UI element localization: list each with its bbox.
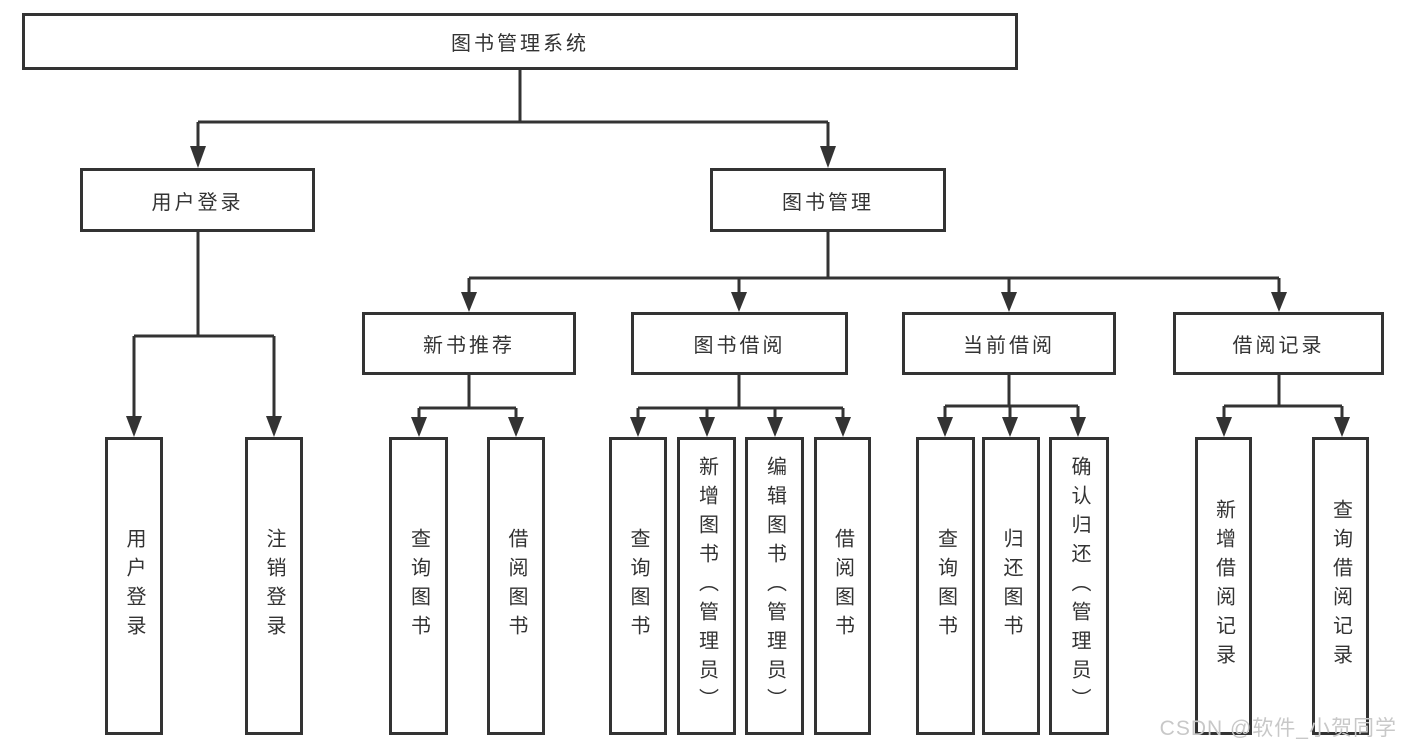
arrowhead xyxy=(126,416,142,437)
node-leaf-edit-books-admin: 编辑图书（管理员） xyxy=(745,437,804,735)
node-leaf-return-books: 归还图书 xyxy=(982,437,1040,735)
node-label: 编辑图书（管理员） xyxy=(763,455,786,717)
node-label: 新增借阅记录 xyxy=(1212,499,1235,673)
arrowhead xyxy=(1001,292,1017,312)
node-label: 借阅图书 xyxy=(505,528,527,644)
connector-book-borrow xyxy=(630,375,851,437)
node-label: 查询图书 xyxy=(627,528,649,644)
connector-user-login xyxy=(126,232,282,437)
node-label: 确认归还（管理员） xyxy=(1068,455,1090,717)
node-label: 图书借阅 xyxy=(693,335,786,357)
node-leaf-user-login: 用户登录 xyxy=(105,437,163,735)
node-user-login: 用户登录 xyxy=(80,168,315,232)
node-label: 查询图书 xyxy=(407,528,430,644)
arrowhead xyxy=(1271,292,1287,312)
arrowhead xyxy=(1070,417,1086,437)
node-system-root: 图书管理系统 xyxy=(22,13,1018,70)
arrowhead xyxy=(699,417,715,437)
node-leaf-query-books-borrow: 查询图书 xyxy=(609,437,667,735)
arrowhead xyxy=(411,417,427,437)
node-leaf-logout: 注销登录 xyxy=(245,437,303,735)
node-label: 借阅图书 xyxy=(831,528,854,644)
node-label: 归还图书 xyxy=(1000,528,1022,644)
arrowhead xyxy=(1216,417,1232,437)
connector-root xyxy=(190,70,836,168)
node-current-borrow: 当前借阅 xyxy=(902,312,1116,375)
arrowhead xyxy=(731,292,747,312)
arrowhead xyxy=(266,416,282,437)
node-leaf-add-books-admin: 新增图书（管理员） xyxy=(677,437,736,735)
arrowhead xyxy=(820,146,836,168)
node-label: 当前借阅 xyxy=(963,335,1055,357)
node-leaf-borrow-books: 借阅图书 xyxy=(814,437,871,735)
node-label: 用户登录 xyxy=(123,528,145,644)
node-label: 借阅记录 xyxy=(1232,335,1325,357)
node-borrow-history: 借阅记录 xyxy=(1173,312,1384,375)
arrowhead xyxy=(630,417,646,437)
node-leaf-query-books-rec: 查询图书 xyxy=(389,437,448,735)
node-label: 注销登录 xyxy=(263,528,285,644)
node-new-book-rec: 新书推荐 xyxy=(362,312,576,375)
arrowhead xyxy=(767,417,783,437)
connector-current-borrow xyxy=(937,375,1086,437)
arrowhead xyxy=(508,417,524,437)
node-label: 查询图书 xyxy=(934,528,957,644)
arrowhead xyxy=(835,417,851,437)
node-book-borrow: 图书借阅 xyxy=(631,312,848,375)
node-leaf-borrow-books-rec: 借阅图书 xyxy=(487,437,545,735)
arrowhead xyxy=(937,417,953,437)
arrowhead xyxy=(1334,417,1350,437)
node-label: 新增图书（管理员） xyxy=(695,455,718,717)
node-label: 查询借阅记录 xyxy=(1329,499,1352,673)
node-leaf-query-borrow-record: 查询借阅记录 xyxy=(1312,437,1369,735)
node-book-mgmt: 图书管理 xyxy=(710,168,946,232)
node-leaf-query-books-current: 查询图书 xyxy=(916,437,975,735)
arrowhead xyxy=(1002,417,1018,437)
connector-book-mgmt xyxy=(461,232,1287,312)
connector-borrow-history xyxy=(1216,375,1350,437)
watermark: CSDN @软件_小贺同学 xyxy=(1159,717,1397,740)
node-leaf-confirm-return-admin: 确认归还（管理员） xyxy=(1049,437,1109,735)
node-label: 新书推荐 xyxy=(423,335,515,357)
connector-new-book-rec xyxy=(411,375,524,437)
node-leaf-add-borrow-record: 新增借阅记录 xyxy=(1195,437,1252,735)
node-label: 图书管理 xyxy=(782,191,874,214)
node-label: 图书管理系统 xyxy=(451,33,589,55)
node-label: 用户登录 xyxy=(151,191,244,214)
arrowhead xyxy=(461,292,477,312)
arrowhead xyxy=(190,146,206,168)
